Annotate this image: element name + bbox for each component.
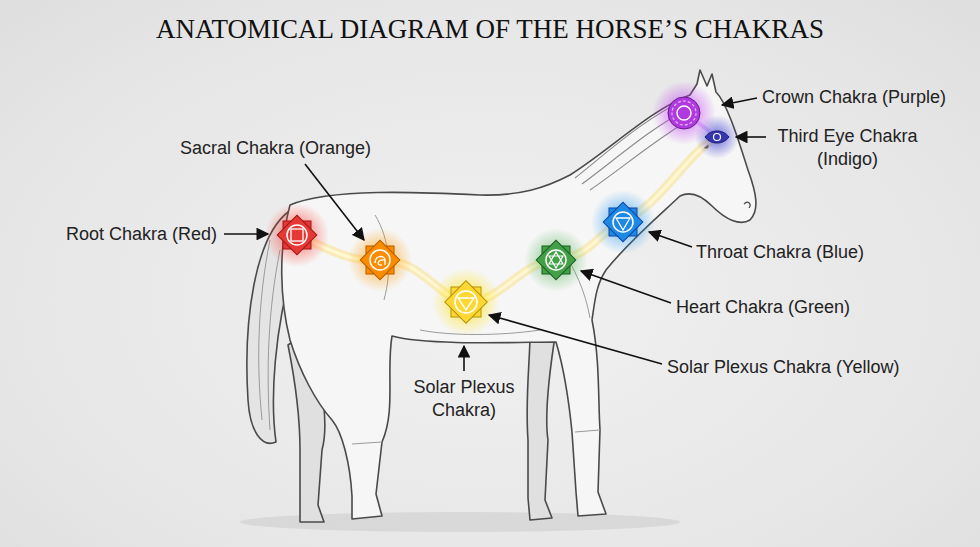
leader-arrow [649, 232, 692, 247]
crown-chakra-symbol [652, 81, 716, 145]
root-chakra-symbol [265, 203, 329, 267]
sacral-chakra-symbol [348, 228, 412, 292]
throat-chakra-symbol [591, 190, 655, 254]
horse [247, 70, 756, 522]
solar-plexus-chakra-symbol [432, 268, 500, 336]
horse-body [282, 70, 756, 519]
chakra-label: Throat Chakra (Blue) [696, 241, 864, 264]
leader-arrow [736, 136, 766, 138]
chakra-label: Crown Chakra (Purple) [762, 86, 946, 109]
chakra-label: Sacral Chakra (Orange) [180, 137, 371, 160]
leader-arrow [722, 98, 757, 105]
muscle-lines [352, 215, 600, 444]
leader-arrow [581, 271, 671, 303]
nostril [744, 202, 750, 208]
leader-arrow [224, 233, 268, 235]
leader-arrow [305, 164, 364, 240]
chakra-label: Solar Plexus Chakra (Yellow) [667, 356, 899, 379]
chakra-label: Solar Plexus Chakra) [400, 376, 528, 422]
chakra-label: Third Eye Chakra (Indigo) [770, 125, 925, 171]
far-fore-leg [527, 330, 556, 520]
heart-chakra-symbol [524, 228, 588, 292]
leader-arrow [489, 315, 662, 364]
chakra-label: Root Chakra (Red) [66, 223, 217, 246]
diagram-title: ANATOMICAL DIAGRAM OF THE HORSE’S CHAKRA… [0, 14, 980, 45]
chakra-label: Heart Chakra (Green) [676, 296, 850, 319]
tail-strands [259, 240, 280, 430]
leader-arrow [463, 346, 465, 371]
